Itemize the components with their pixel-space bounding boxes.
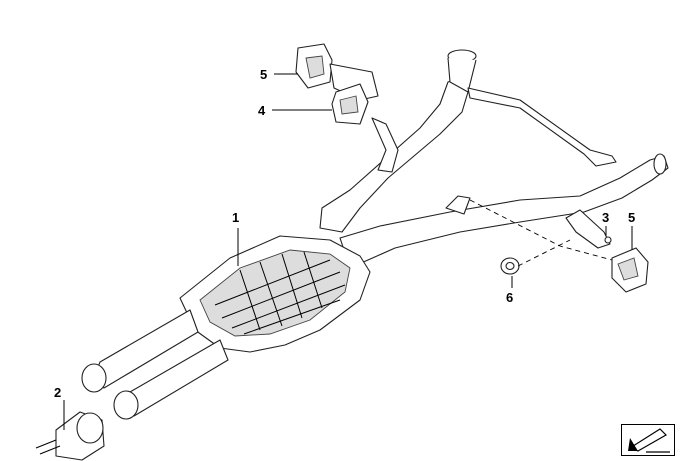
tailpipes — [81, 309, 229, 420]
pipe-hanger-bracket — [371, 117, 471, 215]
navigation-button[interactable] — [621, 424, 675, 456]
rear-pipe-branch — [339, 153, 669, 269]
callout-6: 6 — [506, 290, 513, 305]
tailpipe-trim — [35, 411, 105, 461]
callout-5-lower: 5 — [628, 210, 635, 225]
arrow-down-left-icon — [628, 428, 670, 453]
rear-silencer — [179, 235, 371, 353]
callout-5-upper: 5 — [260, 67, 267, 82]
hanger-bracket — [331, 83, 369, 125]
callout-3: 3 — [602, 210, 609, 225]
rubber-mount-lower — [611, 247, 649, 293]
callout-1: 1 — [232, 210, 239, 225]
hex-nut — [500, 257, 520, 275]
callout-2: 2 — [54, 385, 61, 400]
holder-bracket — [565, 209, 612, 249]
callout-4: 4 — [258, 103, 266, 118]
